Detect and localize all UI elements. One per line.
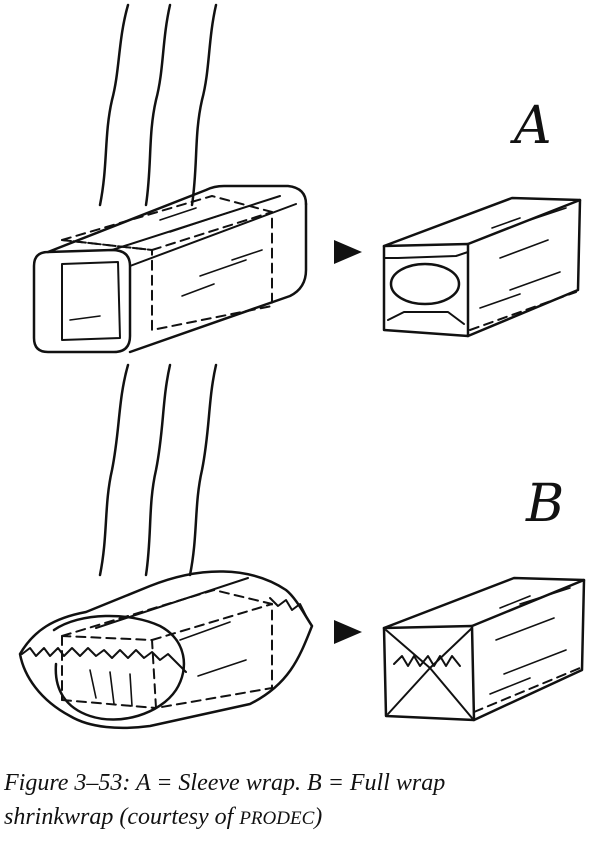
full-wrapped-box [382, 576, 586, 722]
arrow-b [334, 620, 362, 644]
label-a: A [514, 96, 552, 156]
heat-waves-b [98, 363, 218, 577]
caption-line-2-suffix: ) [314, 804, 323, 830]
sleeve-tube [32, 184, 308, 354]
caption-line-2: shrinkwrap (courtesy of PRODEC) [4, 800, 594, 836]
full-wrap-film [18, 570, 314, 730]
heat-waves-a [98, 3, 218, 207]
sleeve-wrapped-box [382, 196, 582, 338]
caption-line-1: Figure 3–53: A = Sleeve wrap. B = Full w… [4, 770, 446, 796]
caption-line-2-prefix: shrinkwrap (courtesy of [4, 804, 240, 830]
label-b: B [526, 474, 565, 534]
caption-org: PRODEC [239, 808, 315, 829]
figure-caption: Figure 3–53: A = Sleeve wrap. B = Full w… [4, 766, 594, 836]
arrow-a [334, 240, 362, 264]
